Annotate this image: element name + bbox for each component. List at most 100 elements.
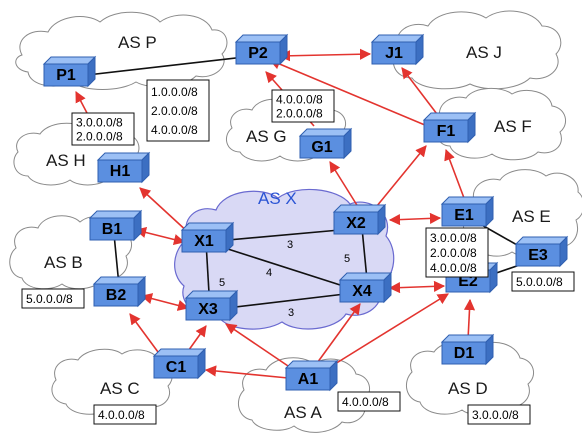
router-label: J1: [385, 45, 403, 62]
prefix-box-g: 4.0.0.0/82.0.0.0/8: [271, 89, 335, 123]
as-label-d: AS D: [448, 379, 488, 398]
router-h1[interactable]: H1: [96, 151, 151, 184]
cloud-shape-icon: [51, 348, 173, 416]
router-cube-icon: [338, 271, 393, 304]
weight-x1-x2: 3: [287, 239, 293, 251]
router-f1[interactable]: F1: [422, 111, 477, 144]
prefix-entry: 5.0.0.0/8: [516, 275, 563, 289]
router-cube-icon: [514, 235, 569, 268]
router-label: B1: [102, 221, 123, 238]
router-label: X4: [352, 283, 372, 300]
arrow-x2-f1: [371, 145, 427, 213]
router-label: P2: [248, 45, 268, 62]
prefix-box-e: 3.0.0.0/82.0.0.0/84.0.0.0/8: [425, 227, 489, 278]
prefix-box-b: 5.0.0.0/8: [21, 288, 85, 309]
arrow-x2-e1: [388, 212, 442, 226]
prefix-entry: 3.0.0.0/8: [76, 116, 123, 130]
router-x1[interactable]: X1: [180, 221, 235, 254]
prefix-entry: 2.0.0.0/8: [151, 104, 198, 118]
prefix-entry: 1.0.0.0/8: [151, 85, 198, 99]
as-label-h: AS H: [46, 151, 86, 170]
prefix-entry: 4.0.0.0/8: [151, 123, 198, 137]
router-j1[interactable]: J1: [370, 33, 425, 66]
arrow-x4-e2: [388, 280, 446, 294]
weight-x2-x4: 5: [344, 253, 350, 265]
arrow-b1-x1: [134, 227, 186, 245]
as-label-e: AS E: [512, 207, 551, 226]
router-label: G1: [311, 139, 332, 156]
router-p1[interactable]: P1: [42, 55, 97, 88]
router-label: E1: [454, 207, 474, 224]
prefix-entry: 3.0.0.0/8: [472, 408, 519, 422]
router-label: X2: [346, 215, 366, 232]
router-cube-icon: [284, 359, 339, 392]
router-cube-icon: [42, 55, 97, 88]
prefix-entry: 2.0.0.0/8: [76, 130, 123, 144]
router-p2[interactable]: P2: [234, 33, 289, 66]
router-cube-icon: [234, 33, 289, 66]
router-cube-icon: [332, 203, 387, 236]
link-x1-x4: [205, 241, 363, 293]
prefix-entry: 4.0.0.0/8: [342, 395, 389, 409]
arrow-p2-j1: [278, 48, 372, 62]
arrow-f1-j1: [401, 67, 441, 119]
prefix-entry: 2.0.0.0/8: [276, 107, 323, 121]
arrow-f1-p2: [268, 58, 433, 129]
router-x3[interactable]: X3: [184, 289, 239, 322]
router-cube-icon: [92, 275, 147, 308]
router-x2[interactable]: X2: [332, 203, 387, 236]
router-label: B2: [106, 287, 127, 304]
router-a1[interactable]: A1: [284, 359, 339, 392]
router-cube-icon: [180, 221, 235, 254]
router-label: F1: [437, 123, 456, 140]
router-e3[interactable]: E3: [514, 235, 569, 268]
arrow-a1-x4: [311, 303, 361, 371]
router-e1[interactable]: E1: [440, 195, 495, 228]
arrow-a1-x3: [225, 323, 295, 371]
arrow-a1-e2: [321, 293, 449, 373]
router-cube-icon: [152, 347, 207, 380]
router-c1[interactable]: C1: [152, 347, 207, 380]
router-g1[interactable]: G1: [298, 127, 353, 160]
router-label: X3: [198, 301, 218, 318]
arrow-a1-c1: [204, 365, 289, 379]
router-label: C1: [166, 359, 187, 376]
arrow-b2-x3: [140, 293, 190, 311]
cloud-as-c: [51, 348, 173, 416]
router-x4[interactable]: X4: [338, 271, 393, 304]
router-b1[interactable]: B1: [88, 209, 143, 242]
as-label-a: AS A: [284, 403, 322, 422]
router-d1[interactable]: D1: [440, 333, 495, 366]
arrow-d1-e2: [463, 298, 476, 341]
weight-x1-x3: 5: [219, 277, 225, 289]
router-cube-icon: [422, 111, 477, 144]
arrow-x1-h1: [139, 187, 191, 235]
prefix-box-c: 4.0.0.0/8: [93, 404, 157, 425]
prefix-box-h: 3.0.0.0/82.0.0.0/8: [71, 112, 135, 146]
as-label-x: AS X: [258, 189, 297, 208]
router-b2[interactable]: B2: [92, 275, 147, 308]
as-label-g: AS G: [246, 127, 287, 146]
as-label-c: AS C: [100, 379, 140, 398]
prefix-box-d: 3.0.0.0/8: [467, 404, 531, 425]
router-label: E3: [528, 247, 548, 264]
link-p1-p2: [69, 54, 263, 78]
router-cube-icon: [440, 195, 495, 228]
prefix-boxes-layer: 1.0.0.0/82.0.0.0/84.0.0.0/8 3.0.0.0/82.0…: [21, 79, 575, 425]
cloud-as-j: [392, 10, 562, 90]
router-label: X1: [194, 233, 214, 250]
router-cube-icon: [184, 289, 239, 322]
as-label-j: AS J: [466, 43, 502, 62]
prefix-entry: 4.0.0.0/8: [430, 261, 477, 275]
as-label-b: AS B: [44, 253, 83, 272]
router-cube-icon: [298, 127, 353, 160]
cloud-shape-icon: [392, 10, 562, 90]
prefix-box-a: 4.0.0.0/8: [337, 391, 401, 412]
prefix-entry: 4.0.0.0/8: [98, 408, 145, 422]
router-cube-icon: [370, 33, 425, 66]
weight-x3-x4: 3: [288, 307, 294, 319]
arrow-x2-g1: [329, 161, 361, 211]
router-cube-icon: [440, 333, 495, 366]
as-label-p: AS P: [118, 33, 157, 52]
